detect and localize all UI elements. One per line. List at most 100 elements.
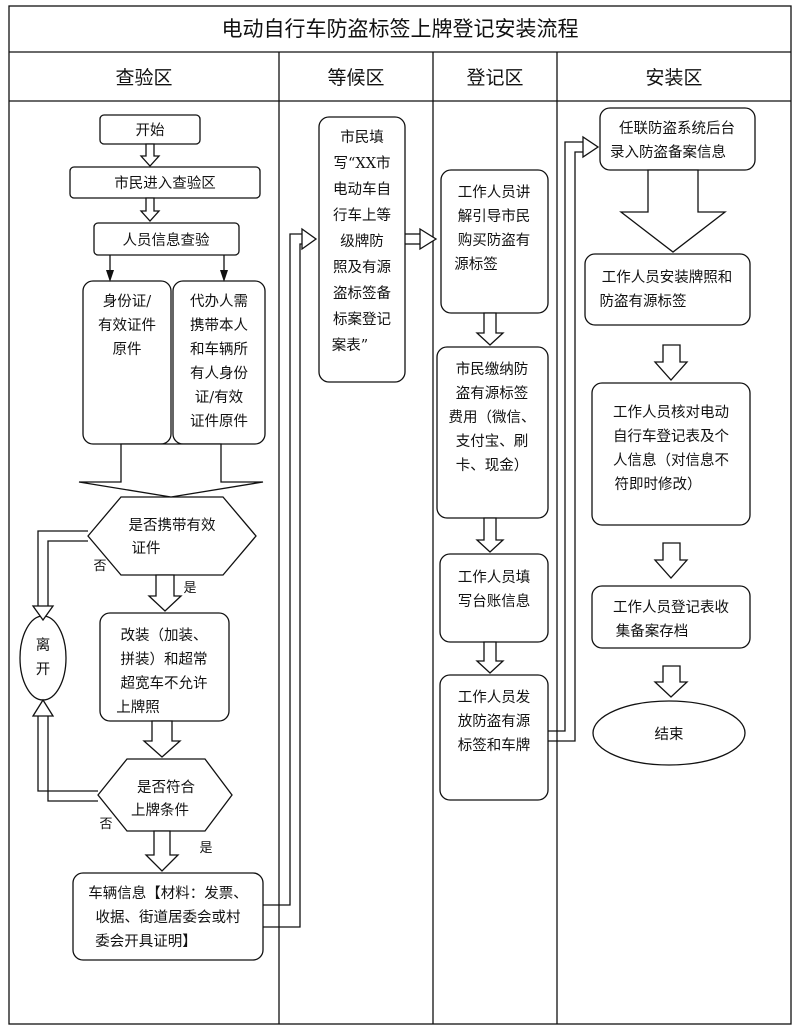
- end-label: 结束: [655, 726, 684, 743]
- guide-label: 源标签: [454, 256, 498, 273]
- arrow-pay-to-ledger: [475, 517, 505, 553]
- system-entry-label: 录入防盗备案信息: [610, 143, 726, 161]
- modified-label: 拼装）和超常: [121, 651, 208, 668]
- pay-label: 支付宝、刷: [456, 433, 529, 450]
- id-docs-label: 原件: [113, 341, 142, 358]
- verify-label: 自行车登记表及个: [613, 428, 729, 445]
- link-issue-to-system: [548, 141, 583, 732]
- fill-form-label: 市民填: [340, 129, 384, 146]
- pay-label: 市民缴纳防: [456, 361, 529, 378]
- modified-label: 改装（加装、: [121, 627, 208, 644]
- meets-condition-label: 是否符合: [137, 779, 195, 796]
- fill-form-label: 照及有源: [333, 259, 391, 276]
- connectors: [37, 141, 583, 928]
- id-docs-label: 有效证件: [98, 317, 156, 334]
- install-label: 工作人员安装牌照和: [602, 269, 733, 286]
- arrow-modified-to-decision: [142, 720, 182, 758]
- person-check-node: [93, 222, 240, 256]
- vehicle-info-node: [72, 872, 264, 961]
- modified-label: 超宽车不允许: [121, 675, 208, 692]
- arrow-yes-to-vehicle: [144, 830, 180, 872]
- edge-label-yes: 是: [183, 581, 196, 596]
- start-label: 开始: [136, 122, 165, 139]
- leave-label: 离: [36, 637, 51, 654]
- agent-docs-label: 证/有效: [195, 389, 244, 406]
- leave-node: [19, 615, 67, 701]
- fill-form-label: 盗标签备: [333, 285, 391, 302]
- end-node: [592, 700, 746, 766]
- leave-label: 开: [36, 662, 51, 678]
- meets-condition-decision: [97, 758, 233, 832]
- install-label: 防盗有源标签: [600, 293, 687, 310]
- fill-form-label: 电动车自: [333, 181, 391, 198]
- system-entry-label: 任联防盗系统后台: [619, 120, 735, 137]
- archive-label: 工作人员登记表收: [613, 599, 729, 616]
- fill-form-label: 写“XX市: [333, 155, 390, 172]
- agent-docs-label: 有人身份: [190, 365, 248, 382]
- agent-docs-label: 携带本人: [190, 317, 248, 334]
- edge-label-no: 否: [93, 559, 106, 574]
- arrow-merge-to-decision: [78, 443, 264, 498]
- verify-node: [591, 382, 751, 526]
- modified-label: 上牌照: [116, 699, 160, 716]
- carry-valid-label: 是否携带有效: [129, 517, 216, 534]
- issue-label: 工作人员发: [458, 689, 531, 706]
- meets-condition-label: 上牌条件: [131, 802, 189, 819]
- verify-label: 符即时修改）: [615, 476, 702, 493]
- carry-valid-decision: [87, 496, 257, 576]
- arrow-start-enter: [139, 143, 161, 167]
- fill-form-label: 行车上等: [333, 206, 391, 224]
- arrow-yes-to-modified: [147, 574, 183, 612]
- verify-label: 人信息（对信息不: [613, 452, 729, 469]
- fill-form-label: 级牌防: [340, 233, 384, 250]
- diagram-title: 电动自行车防盗标签上牌登记安装流程: [222, 17, 579, 41]
- pay-label: 卡、现金）: [456, 457, 529, 474]
- pay-label: 盗有源标签: [456, 385, 529, 402]
- guide-label: 工作人员讲: [458, 184, 531, 201]
- ledger-label: 写台账信息: [458, 593, 531, 610]
- arrow-guide-to-pay: [475, 312, 505, 346]
- lane-header-inspection: 查验区: [115, 67, 172, 89]
- agent-docs-label: 和车辆所: [190, 341, 248, 358]
- link-vehicle-to-form: [263, 233, 302, 906]
- no-path-1: [37, 530, 88, 606]
- arrow-verify-to-archive: [653, 542, 689, 579]
- agent-docs-label: 代办人需: [190, 293, 248, 310]
- fill-form-label: 案表”: [332, 336, 368, 354]
- lane-header-installation: 安装区: [645, 67, 702, 89]
- vehicle-info-label: 委会开具证明】: [95, 933, 197, 950]
- ledger-label: 工作人员填: [458, 569, 531, 586]
- carry-valid-label: 证件: [132, 540, 161, 557]
- arrow-archive-to-end: [653, 665, 689, 698]
- guide-label: 解引导市民: [458, 208, 531, 225]
- edge-label-no: 否: [99, 817, 112, 832]
- edge-label-yes: 是: [199, 841, 212, 856]
- lane-header-waiting: 等候区: [327, 67, 384, 89]
- enter-label: 市民进入查验区: [114, 175, 216, 192]
- fill-form-label: 标案登记: [333, 310, 391, 328]
- vehicle-info-label: 收据、街道居委会或村: [96, 909, 241, 926]
- pay-label: 费用（微信、: [449, 409, 536, 426]
- arrow-install-to-verify: [653, 344, 689, 381]
- lane-header-registration: 登记区: [466, 67, 523, 89]
- id-docs-label: 身份证/: [103, 293, 151, 310]
- fill-form-node: [318, 116, 406, 383]
- person-check-label: 人员信息查验: [123, 232, 210, 249]
- install-node: [584, 253, 751, 326]
- verify-label: 工作人员核对电动: [613, 404, 729, 421]
- frame: [8, 5, 792, 1025]
- issue-label: 放防盗有源: [458, 713, 531, 730]
- vehicle-info-label: 车辆信息【材料：发票、: [88, 885, 248, 902]
- issue-node: [439, 674, 549, 801]
- flow-arrows: [78, 143, 727, 872]
- archive-node: [591, 585, 751, 649]
- archive-label: 集备案存档: [616, 622, 689, 640]
- issue-label: 标签和车牌: [458, 737, 531, 754]
- no-path-2: [37, 716, 98, 792]
- agent-docs-label: 证件原件: [190, 413, 248, 430]
- arrow-ledger-to-issue: [475, 641, 505, 674]
- guide-label: 购买防盗有: [458, 232, 531, 249]
- enter-inspection-node: [69, 166, 261, 199]
